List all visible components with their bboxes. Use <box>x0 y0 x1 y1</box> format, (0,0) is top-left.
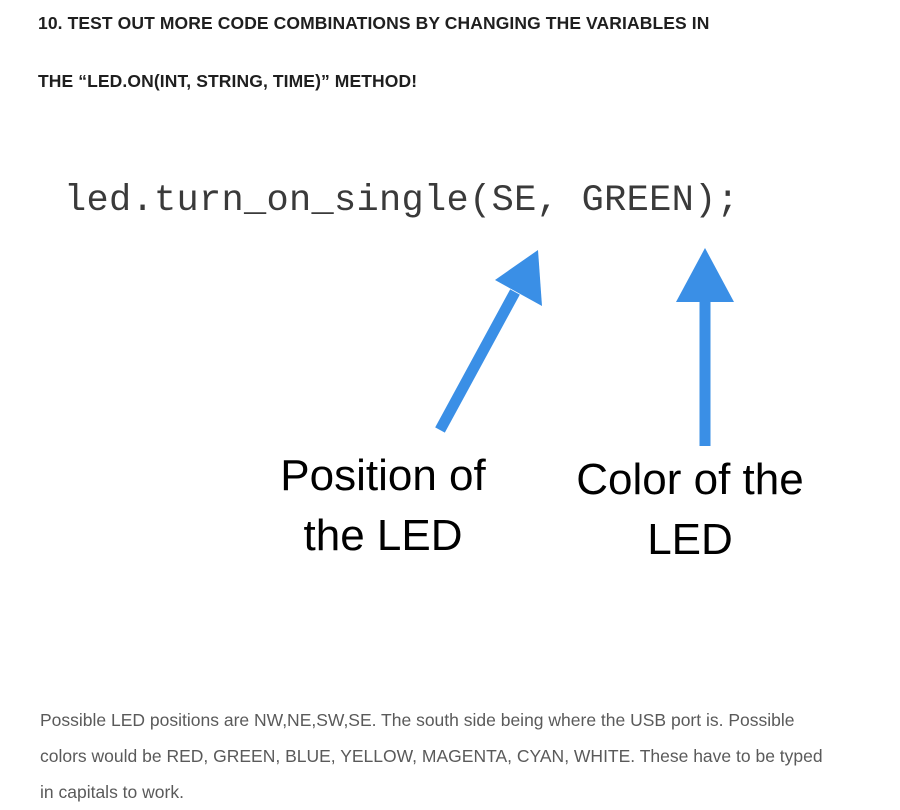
code-snippet: led.turn_on_single(SE, GREEN); <box>64 180 740 222</box>
annotation-arrows <box>435 248 734 446</box>
callout-color-label: Color of the LED <box>545 450 835 570</box>
step-heading: 10. TEST OUT MORE CODE COMBINATIONS BY C… <box>38 8 878 124</box>
callout-position-line-1: Position of <box>280 451 486 500</box>
arrow-to-color-icon <box>676 248 734 446</box>
arrow-to-position-icon <box>435 250 542 433</box>
callout-position-label: Position of the LED <box>238 446 528 566</box>
callout-color-line-1: Color of the <box>576 455 804 504</box>
led-options-note: Possible LED positions are NW,NE,SW,SE. … <box>40 709 823 802</box>
step-heading-line-1: 10. TEST OUT MORE CODE COMBINATIONS BY C… <box>38 13 710 33</box>
code-annotation-figure: led.turn_on_single(SE, GREEN); Position … <box>0 150 900 580</box>
callout-color-line-2: LED <box>647 515 733 564</box>
step-heading-line-2: THE “LED.ON(INT, STRING, TIME)” METHOD! <box>38 71 418 91</box>
callout-position-line-2: the LED <box>303 511 463 560</box>
